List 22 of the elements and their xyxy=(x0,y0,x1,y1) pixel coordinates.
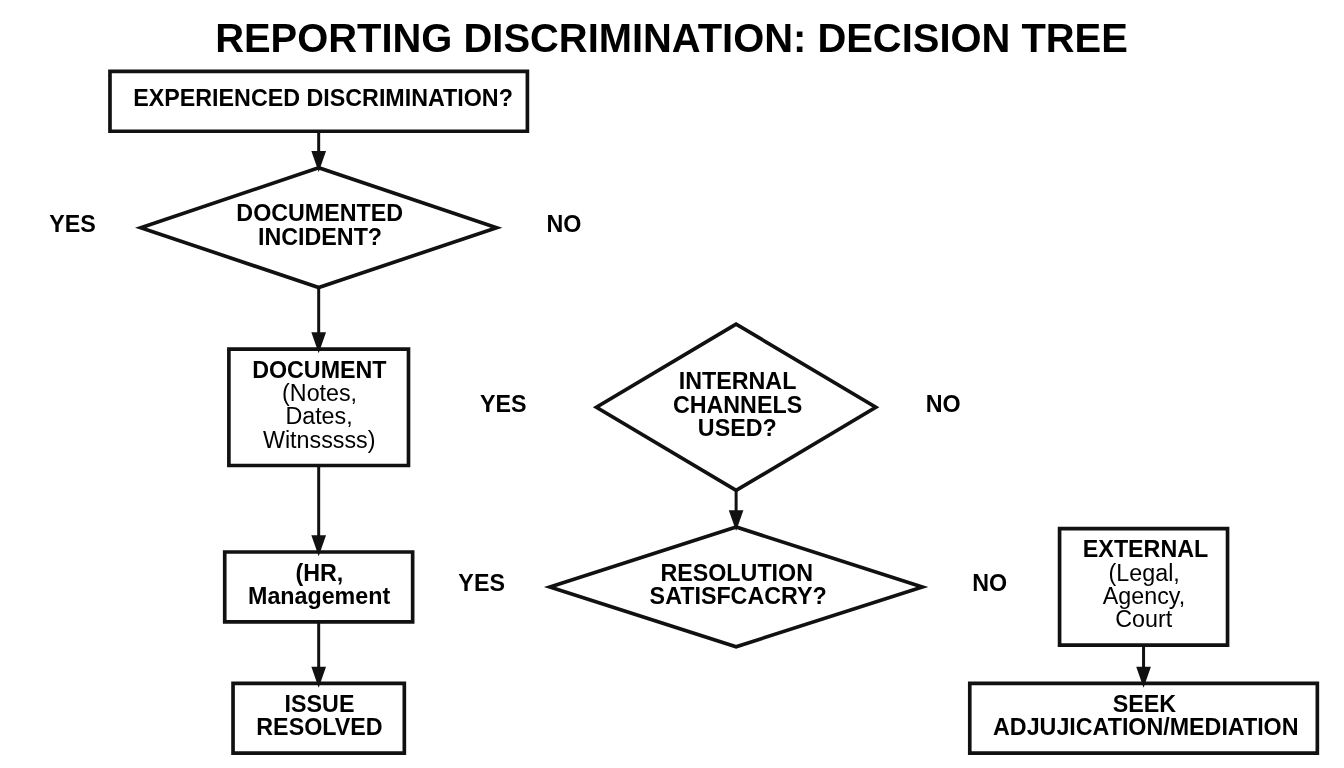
node-box: EXTERNAL (Legal, Agency, Court xyxy=(1057,526,1229,647)
node-box: (HR, Management xyxy=(222,550,414,624)
arrow xyxy=(728,490,743,532)
node-box: ISSUE RESOLVED xyxy=(230,681,406,756)
node-diamond: INTERNAL CHANNELS USED? xyxy=(592,322,879,493)
arrow xyxy=(310,622,326,688)
node-label: YES xyxy=(457,570,505,597)
node-box: SEEK ADJUJICATION/MEDIATION xyxy=(967,681,1319,756)
node-box: EXPERIENCED DISCRIMINATION? xyxy=(107,69,529,134)
node-label: NO xyxy=(546,211,581,238)
arrow xyxy=(310,465,326,557)
node-label: NO xyxy=(971,570,1007,597)
node-label: YES xyxy=(48,211,96,238)
node-label: NO xyxy=(925,390,961,417)
arrow xyxy=(1135,645,1151,688)
diagram-title: REPORTING DISCRIMINATION: DECISION TREE xyxy=(214,15,1128,60)
node-diamond: RESOLUTION SATISFCACRY? xyxy=(543,525,928,649)
arrow xyxy=(310,287,326,354)
node-box: DOCUMENT (Notes, Dates, Witnsssss) xyxy=(226,347,410,468)
node-diamond: DOCUMENTED INCIDENT? xyxy=(134,165,502,290)
arrow xyxy=(310,131,326,173)
node-label: YES xyxy=(479,390,527,417)
